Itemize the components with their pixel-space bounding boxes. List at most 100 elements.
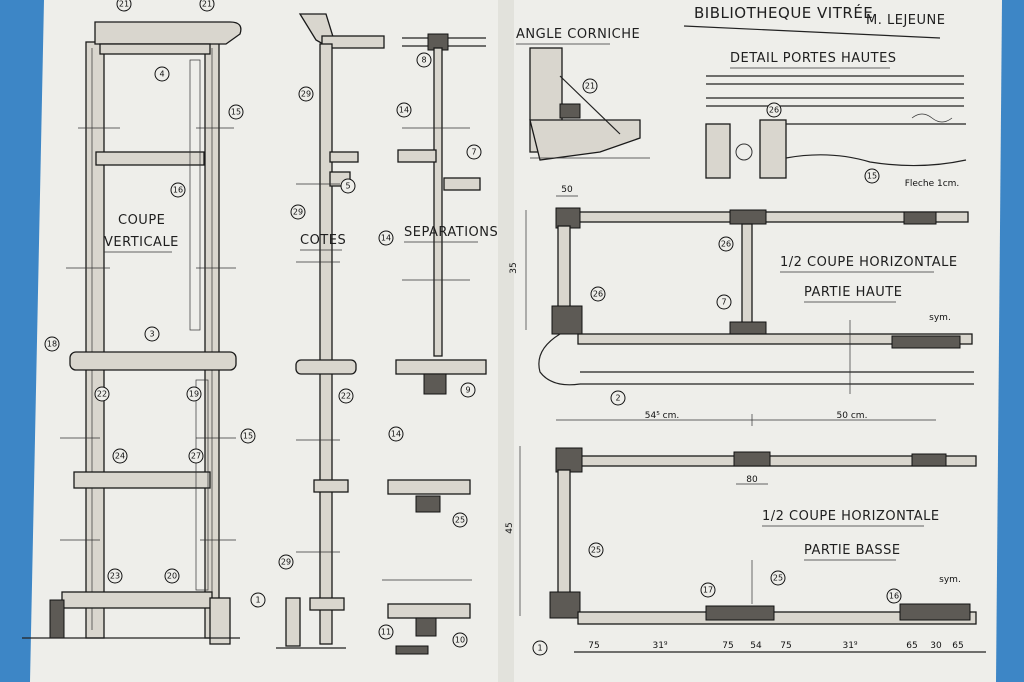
svg-text:26: 26 xyxy=(721,240,731,249)
callout-7b: 7 xyxy=(716,294,732,310)
svg-text:21: 21 xyxy=(202,0,212,9)
callout-14c: 14 xyxy=(388,426,404,442)
dim-bottom-3: 54 xyxy=(750,641,762,651)
label-detail-portes-hautes: DETAIL PORTES HAUTES xyxy=(730,51,897,66)
callout-9: 9 xyxy=(460,382,476,398)
callout-29b: 29 xyxy=(290,204,306,220)
separations-callouts: 8 14 7 14 9 14 25 11 10 xyxy=(378,52,482,648)
callout-19: 19 xyxy=(186,386,202,402)
svg-text:9: 9 xyxy=(465,386,470,395)
callout-1b: 1 xyxy=(532,640,548,656)
callout-15a: 15 xyxy=(228,104,244,120)
svg-text:29: 29 xyxy=(301,90,311,99)
svg-text:4: 4 xyxy=(159,70,164,79)
label-angle-corniche: ANGLE CORNICHE xyxy=(516,27,640,42)
dim-80: 80 xyxy=(746,475,758,485)
coupe-basse-drawing: 54⁵ cm. 50 cm. 80 45 xyxy=(505,411,986,653)
callout-26a: 26 xyxy=(766,102,782,118)
callout-11: 11 xyxy=(378,624,394,640)
dim-bottom-1: 31⁹ xyxy=(652,641,667,651)
svg-text:20: 20 xyxy=(167,572,177,581)
label-coupe: COUPE xyxy=(118,213,165,228)
callout-14a: 14 xyxy=(396,102,412,118)
callout-1a: 1 xyxy=(250,592,266,608)
callout-25b: 25 xyxy=(588,542,604,558)
label-separations: SEPARATIONS xyxy=(404,225,498,240)
dim-bottom-5: 31⁹ xyxy=(842,641,857,651)
svg-text:25: 25 xyxy=(455,516,465,525)
dim-bottom-8: 65 xyxy=(952,641,963,651)
bottom-dimension-row: 75 31⁹ 75 54 75 31⁹ 65 30 65 xyxy=(588,641,963,651)
svg-text:22: 22 xyxy=(341,392,351,401)
svg-text:16: 16 xyxy=(889,592,899,601)
svg-text:18: 18 xyxy=(47,340,57,349)
label-sym-1: sym. xyxy=(929,313,951,323)
dim-35: 35 xyxy=(509,262,519,273)
callout-21b: 21 xyxy=(199,0,215,12)
svg-text:25: 25 xyxy=(591,546,601,555)
svg-text:23: 23 xyxy=(110,572,120,581)
svg-text:29: 29 xyxy=(293,208,303,217)
callout-16: 16 xyxy=(170,182,186,198)
svg-text:8: 8 xyxy=(421,56,426,65)
callout-16b: 16 xyxy=(886,588,902,604)
separations-drawing xyxy=(382,33,487,655)
svg-text:27: 27 xyxy=(191,452,201,461)
callout-8: 8 xyxy=(416,52,432,68)
svg-text:15: 15 xyxy=(231,108,241,117)
svg-text:19: 19 xyxy=(189,390,199,399)
callout-27: 27 xyxy=(188,448,204,464)
dim-bottom-4: 75 xyxy=(780,641,791,651)
svg-text:11: 11 xyxy=(381,628,391,637)
svg-text:25: 25 xyxy=(773,574,783,583)
svg-text:1: 1 xyxy=(255,596,260,605)
svg-text:15: 15 xyxy=(867,172,877,181)
label-coupe-basse: 1/2 COUPE HORIZONTALE xyxy=(762,509,940,524)
svg-text:1: 1 xyxy=(537,644,542,653)
callout-26c: 26 xyxy=(590,286,606,302)
callout-25a: 25 xyxy=(452,512,468,528)
callout-21c: 21 xyxy=(582,78,598,94)
svg-text:21: 21 xyxy=(119,0,129,9)
svg-text:22: 22 xyxy=(97,390,107,399)
callout-20: 20 xyxy=(164,568,180,584)
callout-7: 7 xyxy=(466,144,482,160)
svg-text:5: 5 xyxy=(345,182,350,191)
cotes-drawing xyxy=(276,13,385,649)
angle-corniche-drawing xyxy=(529,47,650,161)
svg-text:29: 29 xyxy=(281,558,291,567)
callout-26b: 26 xyxy=(718,236,734,252)
callout-29a: 29 xyxy=(298,86,314,102)
svg-text:26: 26 xyxy=(593,290,603,299)
svg-text:15: 15 xyxy=(243,432,253,441)
svg-text:24: 24 xyxy=(115,452,125,461)
vertical-section-callouts: 21 21 4 15 16 3 18 22 19 15 24 27 23 20 … xyxy=(44,0,266,608)
label-fleche: Fleche 1cm. xyxy=(905,179,960,189)
label-partie-basse: PARTIE BASSE xyxy=(804,543,901,558)
paper-sheet xyxy=(30,0,1002,682)
svg-text:14: 14 xyxy=(391,430,401,439)
coupe-haute-drawing: 50 35 xyxy=(509,185,974,394)
callout-24: 24 xyxy=(112,448,128,464)
svg-text:10: 10 xyxy=(455,636,465,645)
dim-bottom-6: 65 xyxy=(906,641,917,651)
callout-21a: 21 xyxy=(116,0,132,12)
callout-5: 5 xyxy=(340,178,356,194)
svg-text:14: 14 xyxy=(381,234,391,243)
sheet-fold xyxy=(498,0,514,682)
dim-45: 45 xyxy=(505,522,515,533)
vertical-section-drawing xyxy=(22,21,242,645)
callout-25c: 25 xyxy=(770,570,786,586)
callout-15b: 15 xyxy=(240,428,256,444)
svg-text:7: 7 xyxy=(471,148,476,157)
sheet-author: M. LEJEUNE xyxy=(866,13,945,28)
callout-22b: 22 xyxy=(338,388,354,404)
sheet-title: BIBLIOTHEQUE VITRÉE xyxy=(694,3,873,22)
callout-4: 4 xyxy=(154,66,170,82)
svg-text:26: 26 xyxy=(769,106,779,115)
callout-18: 18 xyxy=(44,336,60,352)
callout-14b: 14 xyxy=(378,230,394,246)
dim-545: 54⁵ cm. xyxy=(645,411,680,421)
svg-text:16: 16 xyxy=(173,186,183,195)
